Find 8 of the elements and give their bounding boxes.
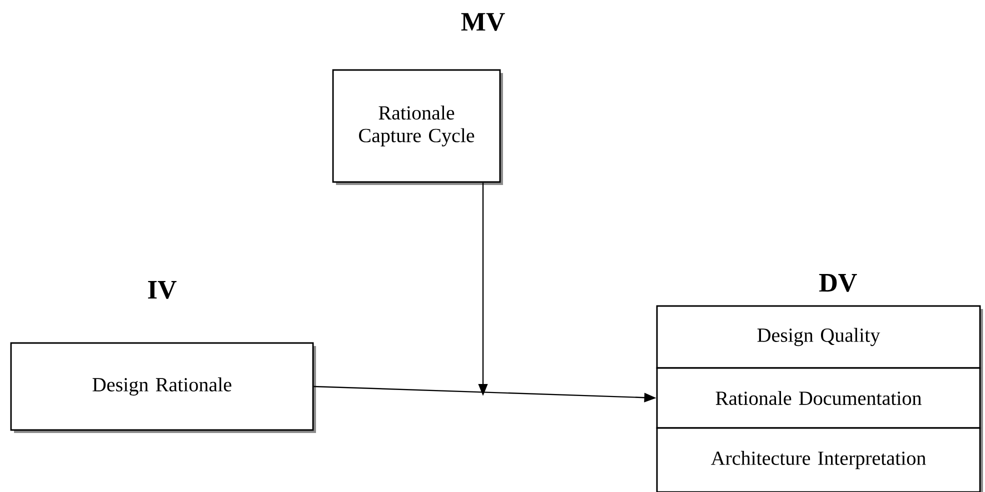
variable-heading: MV [461,13,505,31]
variable-heading: IV [148,281,177,299]
node-label: DV [819,274,857,292]
variable-box: Rationale Capture Cycle [332,69,503,185]
variable-box: Design Quality [656,305,983,371]
variable-box: Design Rationale [10,342,316,433]
variable-box: Rationale Documentation [656,367,983,431]
variable-box: Architecture Interpretation [656,427,983,492]
